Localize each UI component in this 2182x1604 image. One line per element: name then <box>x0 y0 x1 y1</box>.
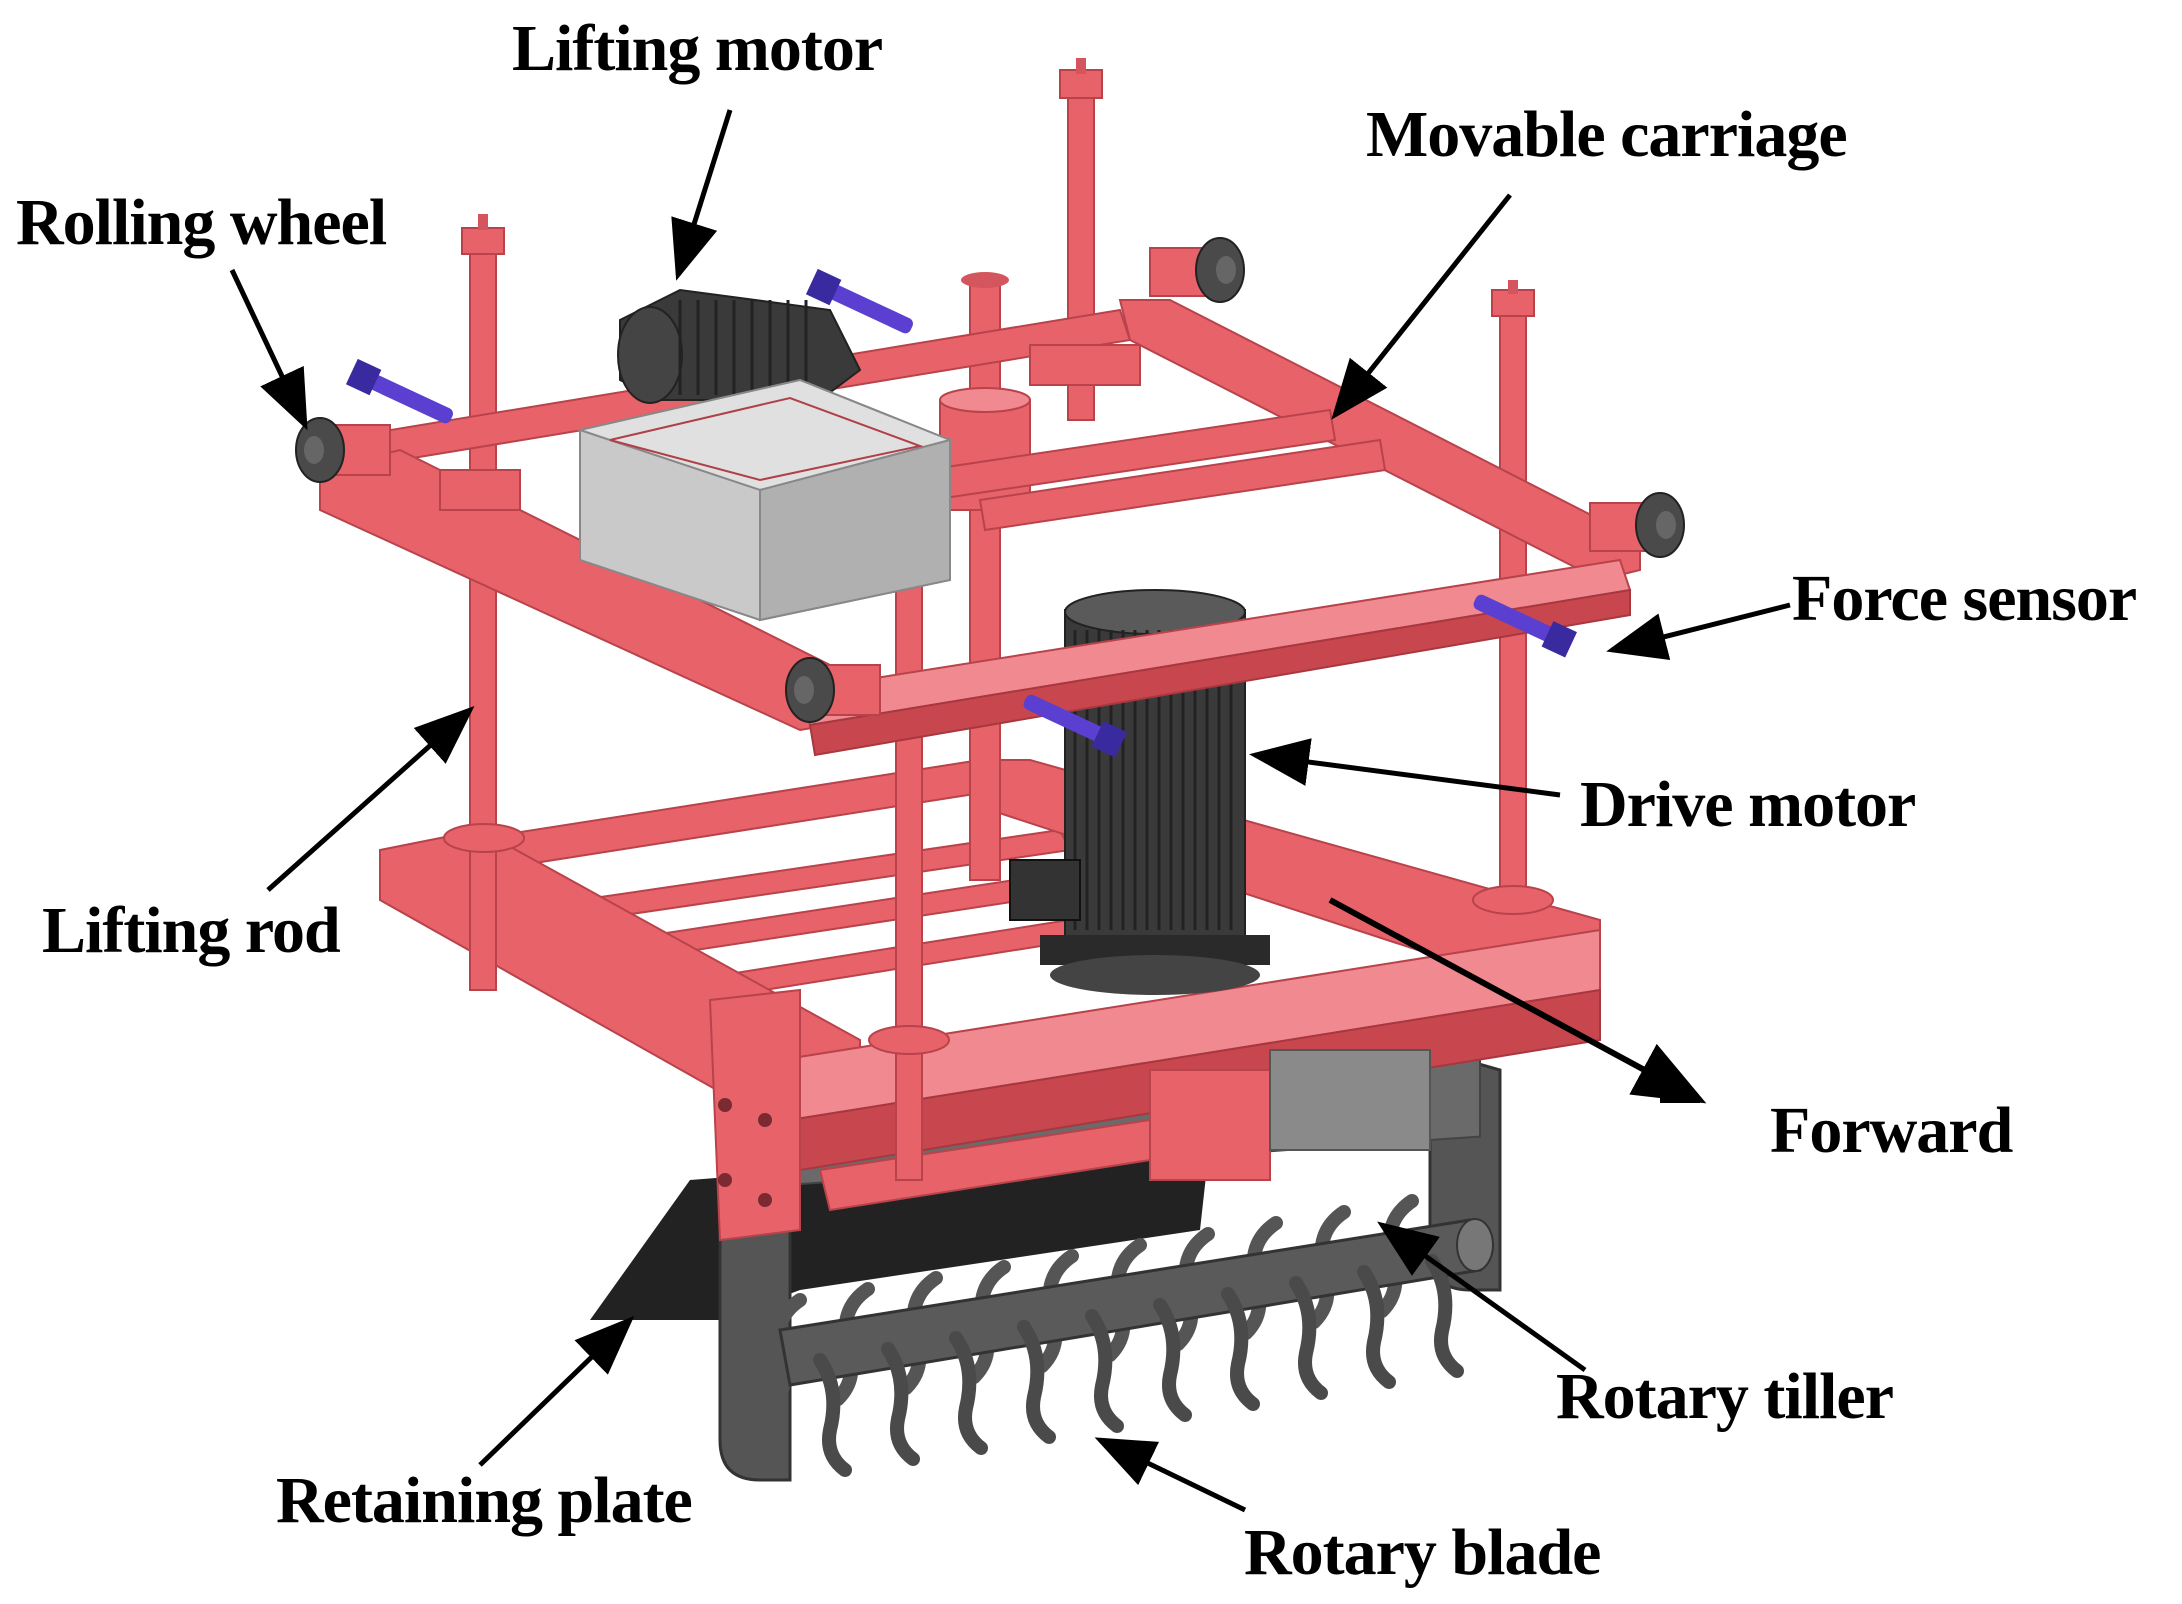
label-drive-motor: Drive motor <box>1580 768 1916 841</box>
rotary-blade <box>1153 1298 1192 1422</box>
arrow-lifting-motor <box>671 109 733 281</box>
lower-frame <box>379 758 1601 1242</box>
control-box <box>576 378 954 622</box>
arrow-force-sensor <box>1606 602 1791 661</box>
label-rolling-wheel: Rolling wheel <box>16 186 387 259</box>
rotary-blade <box>1357 1265 1396 1389</box>
rotary-blade <box>949 1331 988 1455</box>
rotary-blades-front <box>813 1254 1464 1477</box>
rotary-blade <box>813 1353 852 1477</box>
rotary-blade <box>1221 1287 1260 1411</box>
label-lifting-rod: Lifting rod <box>42 894 341 967</box>
label-lifting-motor: Lifting motor <box>512 12 883 85</box>
label-force-sensor: Force sensor <box>1792 562 2137 635</box>
leader-arrows <box>229 109 1791 1513</box>
arrow-retaining-plate <box>478 1315 635 1467</box>
rotary-blade <box>1085 1309 1124 1433</box>
arrow-movable-carriage <box>1331 193 1512 420</box>
label-retaining-plate: Retaining plate <box>276 1464 693 1537</box>
rotary-blade <box>1289 1276 1328 1400</box>
arrow-lifting-rod <box>266 706 475 892</box>
arrow-rolling-wheel <box>229 268 308 431</box>
label-rotary-tiller: Rotary tiller <box>1556 1360 1894 1433</box>
rotary-blade <box>763 1293 807 1417</box>
rotary-blade <box>1017 1320 1056 1444</box>
arrow-drive-motor <box>1249 738 1561 798</box>
force-sensors <box>345 268 1577 758</box>
arrow-rotary-tiller <box>1377 1221 1587 1373</box>
arrow-rotary-blade <box>1094 1437 1247 1513</box>
label-forward: Forward <box>1770 1094 2013 1167</box>
arrow-forward <box>1328 897 1707 1104</box>
label-movable-carriage: Movable carriage <box>1366 98 1848 171</box>
lifting-motor <box>617 288 862 404</box>
rolling-wheels <box>295 237 1685 723</box>
label-rotary-blade: Rotary blade <box>1244 1516 1601 1589</box>
rotary-blade <box>881 1342 920 1466</box>
rotary-blade <box>1425 1254 1464 1378</box>
